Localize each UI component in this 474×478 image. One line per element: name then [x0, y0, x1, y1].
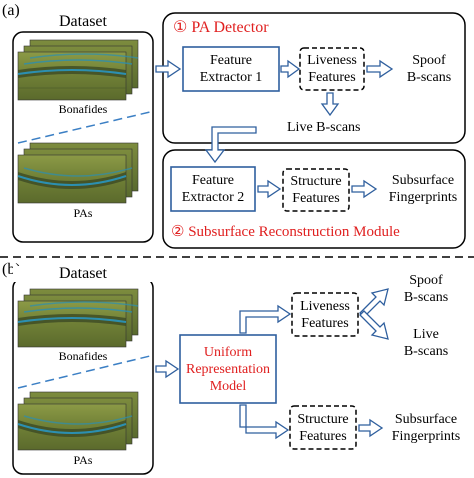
reconstruction-module — [162, 149, 466, 249]
liveness-features-box-a — [299, 47, 365, 91]
reconstruction-module-label: Subsurface Reconstruction Module — [188, 224, 400, 240]
feature-extractor-1-box — [182, 46, 280, 92]
arrow-fe2-to-structure — [257, 179, 282, 199]
subsurface-fingerprints-text-b: Subsurface Fingerprints — [380, 411, 472, 445]
uniform-line-3: Model — [209, 379, 247, 394]
liveness-b-line-2: Features — [301, 316, 349, 331]
arrow-liveness-to-live-b — [359, 310, 389, 340]
bonafides-label-a: Bonafides — [58, 102, 108, 116]
liveness-a-line-1: Liveness — [307, 53, 357, 68]
arrow-liveness-to-spoof — [366, 59, 394, 79]
bonafides-scans-a — [17, 39, 139, 101]
structure-b-line-2: Features — [299, 429, 347, 444]
pas-scans-a — [17, 142, 139, 204]
structure-b-line-1: Structure — [297, 412, 349, 427]
pa-detector-module — [162, 12, 466, 144]
bonafides-scans-b — [17, 288, 139, 348]
fe1-line-1: Feature — [210, 53, 252, 68]
feature-extractor-2-box — [170, 166, 256, 212]
live-b-line-2: B-scans — [403, 344, 449, 359]
step-number-2: ② — [171, 224, 185, 240]
dataset-box-a — [12, 31, 154, 243]
arrow-structure-to-subsurface-b — [358, 418, 384, 438]
feature-extractor-1-text: Feature Extractor 1 — [183, 52, 279, 86]
uniform-line-1: Uniform — [203, 345, 253, 360]
spoof-b-line-1: Spoof — [409, 273, 443, 288]
pa-detector-title: ① PA Detector — [173, 20, 269, 36]
subsurface-b-line-1: Subsurface — [394, 412, 458, 427]
subsurface-fingerprints-text-a: Subsurface Fingerprints — [376, 172, 470, 206]
arrow-dataset-to-model — [155, 359, 180, 379]
spoof-bscans-text-a: Spoof B-scans — [392, 52, 466, 86]
structure-features-box-a — [282, 168, 350, 212]
structure-features-box-b — [289, 405, 357, 450]
live-bscans-text-a: Live B-scans — [287, 120, 361, 135]
dataset-title-a: Dataset — [59, 13, 107, 30]
bonafides-label-b: Bonafides — [58, 349, 108, 363]
uniform-line-2: Representation — [186, 362, 270, 377]
liveness-features-text-a: Liveness Features — [300, 52, 364, 86]
pas-scans-b — [17, 391, 139, 451]
spoof-a-line-1: Spoof — [412, 53, 446, 68]
fe1-line-2: Extractor 1 — [199, 70, 263, 85]
step-number-1: ① — [173, 19, 188, 36]
divider-dashed-b — [17, 355, 151, 389]
dataset-title-b: Dataset — [13, 266, 153, 282]
structure-a-line-2: Features — [292, 191, 340, 206]
fe2-line-2: Extractor 2 — [181, 190, 245, 205]
structure-a-line-1: Structure — [290, 174, 342, 189]
spoof-b-line-2: B-scans — [403, 290, 449, 305]
liveness-features-box-b — [291, 292, 359, 337]
liveness-features-text-b: Liveness Features — [292, 298, 358, 332]
liveness-b-line-1: Liveness — [300, 299, 350, 314]
arrow-fe1-to-liveness — [280, 59, 301, 79]
uniform-model-text: Uniform Representation Model — [180, 344, 276, 395]
pas-label-a: PAs — [73, 206, 93, 220]
reconstruction-module-title: ② Subsurface Reconstruction Module — [171, 225, 400, 240]
subsurface-b-line-2: Fingerprints — [391, 429, 461, 444]
divider-dashed-a — [17, 111, 151, 144]
arrow-model-to-liveness — [239, 304, 292, 334]
arrow-dataset-to-fe1 — [155, 59, 182, 79]
structure-features-text-b: Structure Features — [290, 411, 356, 445]
dataset-title-b-text: Dataset — [59, 265, 107, 282]
spoof-a-line-2: B-scans — [406, 70, 452, 85]
arrow-liveness-to-live — [320, 92, 340, 117]
feature-extractor-2-text: Feature Extractor 2 — [171, 172, 255, 206]
spoof-bscans-text-b: Spoof B-scans — [384, 272, 468, 306]
live-b-line-1: Live — [413, 327, 439, 342]
arrow-bent-to-fe2 — [204, 126, 257, 164]
arrow-structure-to-subsurface — [351, 179, 378, 199]
fe2-line-1: Feature — [192, 173, 234, 188]
live-bscans-text-b: Live B-scans — [384, 326, 468, 360]
pa-detector-label: PA Detector — [191, 19, 269, 36]
subsurface-a-line-2: Fingerprints — [388, 190, 458, 205]
pas-label-b: PAs — [73, 453, 93, 467]
uniform-model-box — [179, 334, 277, 404]
arrow-model-to-structure — [239, 404, 290, 440]
liveness-a-line-2: Features — [308, 70, 356, 85]
structure-features-text-a: Structure Features — [283, 173, 349, 207]
panel-a-label: (a) — [2, 2, 20, 19]
subsurface-a-line-1: Subsurface — [391, 173, 455, 188]
